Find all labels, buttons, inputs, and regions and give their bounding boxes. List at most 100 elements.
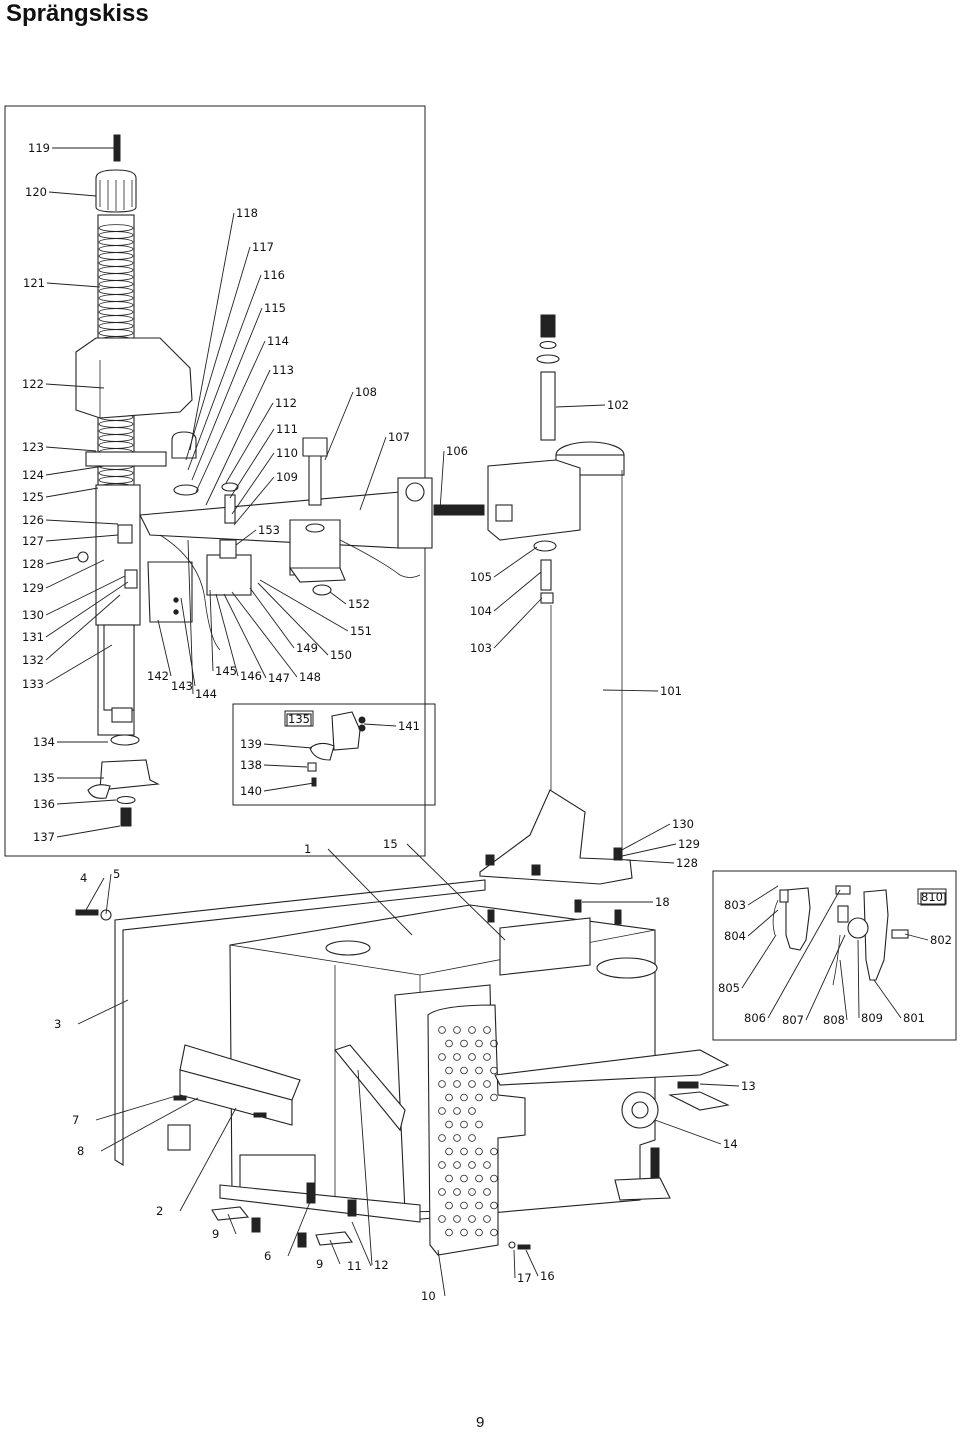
leader-127 bbox=[45, 534, 119, 542]
callout-808: 808 bbox=[823, 1013, 845, 1027]
leader-130 bbox=[45, 575, 126, 616]
leader-5 bbox=[105, 873, 112, 915]
callout-14: 14 bbox=[723, 1137, 738, 1151]
callout-803: 803 bbox=[724, 898, 746, 912]
leader-137 bbox=[56, 825, 121, 838]
callout-5: 5 bbox=[113, 867, 120, 881]
callout-141: 141 bbox=[398, 719, 420, 733]
callout-115: 115 bbox=[264, 301, 286, 315]
filter-regulator-unit bbox=[772, 885, 946, 986]
leader-10 bbox=[437, 1249, 446, 1297]
callout-153: 153 bbox=[258, 523, 280, 537]
callout-130: 130 bbox=[22, 608, 44, 622]
callout-109: 109 bbox=[276, 470, 298, 484]
callout-105: 105 bbox=[470, 570, 492, 584]
callout-128b: 128 bbox=[676, 856, 698, 870]
callout-9b: 9 bbox=[316, 1257, 323, 1271]
leader-150 bbox=[257, 582, 329, 656]
leader-808 bbox=[839, 959, 848, 1021]
leader-102 bbox=[555, 404, 606, 408]
leader-110 bbox=[231, 452, 275, 515]
machine-cabinet bbox=[75, 879, 730, 1256]
leader-17 bbox=[513, 1249, 516, 1279]
callout-104: 104 bbox=[470, 604, 492, 618]
callout-144: 144 bbox=[195, 687, 217, 701]
leader-109 bbox=[233, 476, 275, 526]
callout-106: 106 bbox=[446, 444, 468, 458]
main-frame bbox=[4, 105, 426, 857]
leader-146 bbox=[215, 593, 239, 677]
callout-131: 131 bbox=[22, 630, 44, 644]
page-title: Sprängskiss bbox=[6, 0, 149, 27]
leader-138 bbox=[263, 764, 308, 768]
callout-134: 134 bbox=[33, 735, 55, 749]
callout-118: 118 bbox=[236, 206, 258, 220]
callout-121: 121 bbox=[23, 276, 45, 290]
leader-104 bbox=[493, 571, 542, 612]
callout-145: 145 bbox=[215, 664, 237, 678]
inset-detail-frame bbox=[232, 703, 436, 806]
callout-151: 151 bbox=[350, 624, 372, 638]
inset-135-parts bbox=[286, 711, 366, 787]
leader-116 bbox=[187, 274, 262, 471]
callout-116: 116 bbox=[263, 268, 285, 282]
leader-148 bbox=[231, 591, 298, 678]
callout-18: 18 bbox=[655, 895, 670, 909]
callout-130b: 130 bbox=[672, 817, 694, 831]
leader-809 bbox=[857, 939, 860, 1019]
callout-152: 152 bbox=[348, 597, 370, 611]
callout-111: 111 bbox=[276, 422, 298, 436]
leader-129 bbox=[45, 559, 105, 589]
leader-113 bbox=[205, 369, 271, 506]
callout-138: 138 bbox=[240, 758, 262, 772]
leader-108 bbox=[324, 391, 354, 461]
leader-117 bbox=[185, 246, 251, 461]
leader-125 bbox=[45, 487, 99, 498]
leader-136 bbox=[56, 799, 117, 805]
leader-804 bbox=[747, 909, 779, 937]
callout-135: 135 bbox=[33, 771, 55, 785]
leader-115 bbox=[191, 307, 263, 481]
leader-133 bbox=[45, 644, 113, 685]
leader-141 bbox=[363, 723, 397, 727]
callout-805: 805 bbox=[718, 981, 740, 995]
leader-114 bbox=[195, 340, 266, 493]
leader-124 bbox=[45, 465, 105, 476]
leader-105 bbox=[493, 546, 538, 578]
leader-12 bbox=[357, 1069, 373, 1266]
callout-129: 129 bbox=[22, 581, 44, 595]
callout-box-135b bbox=[284, 710, 314, 727]
callout-119: 119 bbox=[28, 141, 50, 155]
callout-13: 13 bbox=[741, 1079, 756, 1093]
callout-2: 2 bbox=[156, 1204, 163, 1218]
callout-806: 806 bbox=[744, 1011, 766, 1025]
callout-127: 127 bbox=[22, 534, 44, 548]
leader-1 bbox=[327, 848, 413, 936]
callout-801: 801 bbox=[903, 1011, 925, 1025]
callout-139: 139 bbox=[240, 737, 262, 751]
callout-136: 136 bbox=[33, 797, 55, 811]
callout-137: 137 bbox=[33, 830, 55, 844]
callout-6: 6 bbox=[264, 1249, 271, 1263]
leader-101 bbox=[602, 689, 659, 692]
leader-126 bbox=[45, 519, 119, 525]
leader-121 bbox=[46, 282, 101, 288]
callout-15: 15 bbox=[383, 837, 398, 851]
callout-149: 149 bbox=[296, 641, 318, 655]
leader-130b bbox=[617, 823, 671, 853]
callout-101: 101 bbox=[660, 684, 682, 698]
leader-6 bbox=[287, 1201, 311, 1257]
leader-122 bbox=[45, 383, 105, 389]
callout-10: 10 bbox=[421, 1289, 436, 1303]
leader-805 bbox=[741, 934, 777, 989]
leader-147 bbox=[223, 593, 267, 679]
leader-111 bbox=[229, 428, 275, 499]
leader-806 bbox=[767, 889, 841, 1019]
leader-9b bbox=[329, 1239, 341, 1265]
leader-140 bbox=[263, 782, 315, 792]
callout-148: 148 bbox=[299, 670, 321, 684]
callout-114: 114 bbox=[267, 334, 289, 348]
callout-16: 16 bbox=[540, 1269, 555, 1283]
leader-120 bbox=[48, 191, 97, 197]
leader-118 bbox=[189, 212, 235, 451]
